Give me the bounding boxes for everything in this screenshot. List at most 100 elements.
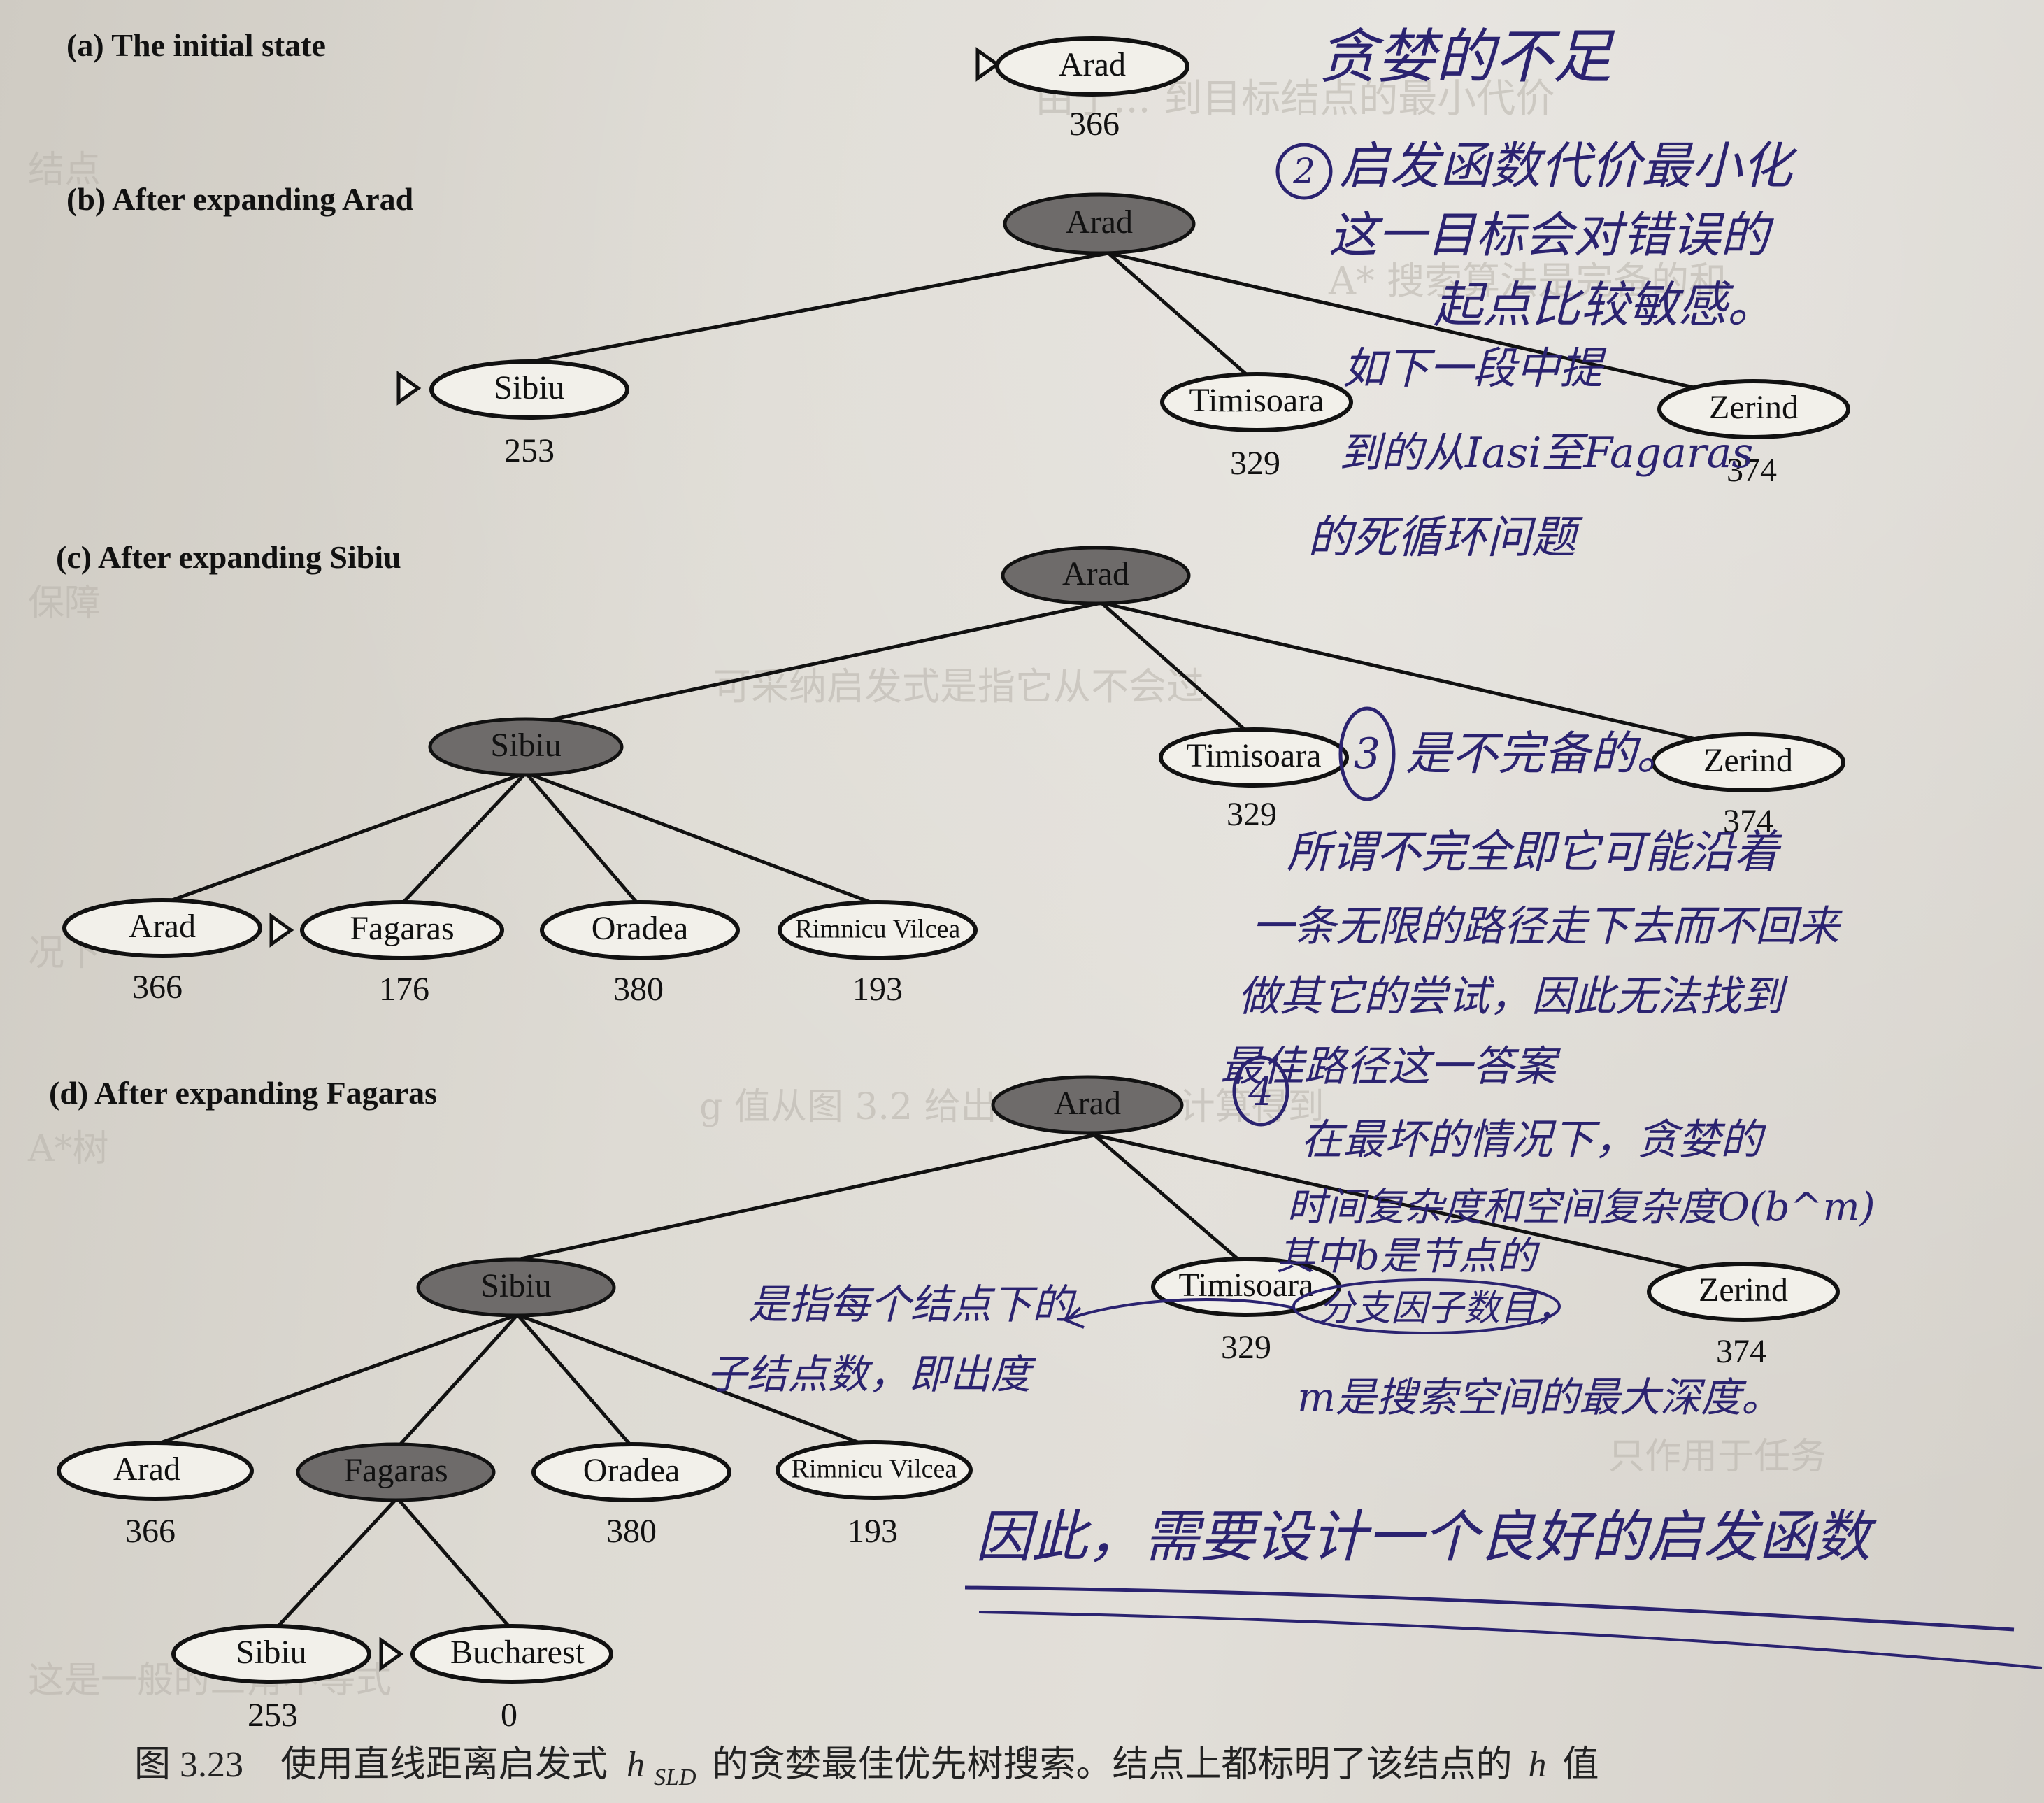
node-label: Arad (129, 908, 196, 945)
node-d-sibiu2: Sibiu (171, 1624, 371, 1684)
note-5: 是指每个结点下的 子结点数，即出度 (706, 1281, 1294, 1398)
svg-text:保障: 保障 (28, 583, 101, 625)
node-c-rimnicu-vilcea: Rimnicu Vilcea (778, 900, 978, 960)
current-node-marker-icon (396, 371, 422, 406)
underline (978, 1611, 2043, 1669)
section-d: (d) After expanding Fagaras Arad Sibiu T… (49, 1075, 1840, 1734)
node-label: Timisoara (1189, 382, 1324, 419)
node-b-arad: Arad (1003, 192, 1196, 255)
node-d-zerind: Zerind (1647, 1262, 1840, 1322)
note-3-line-4: 做其它的尝试，因此无法找到 (1238, 972, 1789, 1021)
node-b-zerind: Zerind (1657, 379, 1850, 439)
circled-number-icon (1275, 143, 1333, 200)
h-value: 366 (125, 1513, 176, 1550)
note-6: 因此，需要设计一个良好的启发函数 (964, 1504, 2043, 1669)
note-2-line-6: 的死循环问题 (1308, 512, 1583, 564)
note-2-line-5: 到的从Iasi至Fagaras (1339, 429, 1753, 478)
caption-number: 图 3.23 (134, 1745, 243, 1785)
note-2-number: 2 (1292, 151, 1315, 192)
current-node-marker-icon (379, 1637, 404, 1672)
h-value: 374 (1716, 1333, 1766, 1370)
node-label: Arad (1062, 555, 1129, 592)
node-label: Zerind (1699, 1271, 1788, 1309)
node-d-rimnicu-vilcea: Rimnicu Vilcea (776, 1440, 973, 1500)
node-label: Zerind (1703, 742, 1793, 779)
node-label: Sibiu (480, 1267, 551, 1304)
note-4-line-4: 分支因子数目， (1318, 1288, 1573, 1330)
handwritten-annotations: 贪婪的不足 2 启发函数代价最小化 这一目标会对错误的 起点比较敏感。 如下一段… (706, 22, 2043, 1669)
h-value: 374 (1727, 452, 1777, 489)
node-label: Sibiu (490, 727, 561, 764)
node-label: Oradea (583, 1452, 680, 1489)
node-c-timisoara: Timisoara (1159, 727, 1349, 788)
node-label: Arad (1054, 1085, 1121, 1122)
section-c-title: (c) After expanding Sibiu (56, 539, 401, 575)
section-b: (b) After expanding Arad Arad Sibiu 253 … (66, 181, 1850, 489)
note-2-line-1: 启发函数代价最小化 (1339, 136, 1798, 195)
caption-text-after: 的贪婪最佳优先树搜索。结点上都标明了该结点的 (713, 1745, 1513, 1785)
node-label: Arad (113, 1451, 180, 1488)
h-value: 366 (132, 969, 183, 1006)
node-label: Zerind (1709, 389, 1799, 426)
note-3-number: 3 (1354, 729, 1380, 778)
note-5-line-1: 是指每个结点下的 (748, 1281, 1077, 1328)
h-value: 193 (848, 1513, 898, 1550)
node-d-arad2: Arad (57, 1441, 254, 1501)
tree-edges (531, 251, 1728, 397)
node-c-oradea: Oradea (540, 900, 740, 960)
caption-h-symbol-end: h (1529, 1745, 1547, 1785)
node-label: Fagaras (343, 1452, 448, 1489)
node-d-fagaras: Fagaras (296, 1442, 496, 1502)
note-3-line-3: 一条无限的路径走下去而不回来 (1252, 902, 1843, 951)
h-value: 380 (606, 1513, 657, 1550)
node-c-sibiu: Sibiu (428, 717, 624, 777)
note-2-line-2: 这一目标会对错误的 (1329, 206, 1774, 264)
svg-text:可采纳启发式是指它从不会过: 可采纳启发式是指它从不会过 (713, 664, 1204, 708)
h-value: 329 (1227, 796, 1277, 833)
caption-h-symbol: h (627, 1745, 645, 1785)
caption-h-subscript: SLD (654, 1765, 696, 1790)
node-c-fagaras: Fagaras (300, 900, 504, 960)
node-a-arad: Arad (995, 36, 1189, 97)
h-value: 193 (852, 971, 903, 1008)
note-greedy-shortcoming: 贪婪的不足 (1318, 22, 1615, 91)
node-label: Rimnicu Vilcea (795, 915, 961, 944)
node-label: Bucharest (450, 1634, 585, 1671)
svg-text:结点: 结点 (28, 149, 101, 191)
circled-number-icon (1232, 1055, 1289, 1127)
note-3: 3 是不完备的。 所谓不完全即它可能沿着 一条无限的路径走下去而不回来 做其它的… (1220, 706, 1843, 1091)
node-d-bucharest: Bucharest (410, 1624, 613, 1684)
h-value: 329 (1221, 1329, 1271, 1366)
h-value: 253 (248, 1697, 298, 1734)
note-4-number: 4 (1248, 1069, 1273, 1115)
section-d-title: (d) After expanding Fagaras (49, 1075, 437, 1111)
note-3-line-2: 所谓不完全即它可能沿着 (1287, 827, 1782, 878)
node-c-zerind: Zerind (1651, 732, 1845, 792)
caption-text-end: 值 (1563, 1745, 1599, 1785)
current-node-marker-icon (269, 913, 294, 948)
h-value: 329 (1230, 445, 1280, 482)
section-a: (a) The initial state Arad 366 (66, 27, 1189, 143)
node-d-sibiu: Sibiu (416, 1257, 616, 1318)
h-value: 366 (1069, 106, 1120, 143)
node-label: Timisoara (1179, 1267, 1314, 1304)
note-4-line-1: 在最坏的情况下，贪婪的 (1301, 1116, 1766, 1164)
node-d-arad: Arad (991, 1075, 1184, 1135)
note-4: 4 在最坏的情况下，贪婪的 时间复杂度和空间复杂度O(b^m) 其中b是节点的 … (1232, 1055, 1875, 1421)
svg-text:A*树: A*树 (27, 1128, 109, 1170)
arrow-head-icon (1064, 1306, 1085, 1329)
node-label: Sibiu (236, 1634, 306, 1671)
node-label: Timisoara (1187, 737, 1322, 774)
node-b-sibiu: Sibiu (429, 359, 629, 420)
h-value: 380 (613, 971, 664, 1008)
section-b-title: (b) After expanding Arad (66, 181, 414, 217)
svg-text:A* 搜索算法是完备的和: A* 搜索算法是完备的和 (1328, 259, 1727, 303)
note-4-line-3: 其中b是节点的 (1276, 1234, 1541, 1279)
tree-edges (162, 601, 1721, 906)
h-value: 176 (379, 971, 429, 1008)
node-b-timisoara: Timisoara (1160, 372, 1353, 432)
node-label: Fagaras (350, 910, 454, 947)
underline (964, 1585, 2015, 1632)
